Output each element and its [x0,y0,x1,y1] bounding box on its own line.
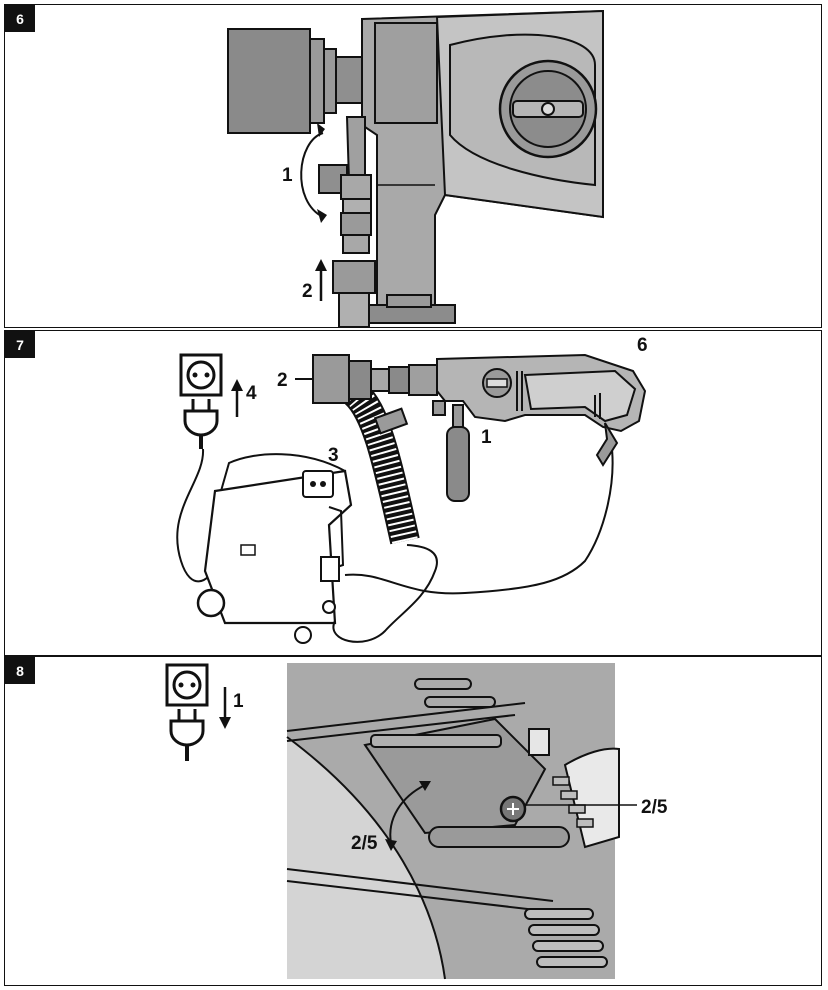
housing-closeup [286,663,620,980]
callout-1: 1 [282,165,293,186]
gear-housing [374,22,438,124]
plug-icon [169,709,205,761]
suction-hose [344,381,420,545]
vacuum-cleaner [196,453,353,644]
callout-6: 6 [637,335,648,356]
figure-number-badge: 6 [5,5,35,32]
callout-1: 1 [233,691,244,712]
side-handle [446,404,470,502]
socket-icon [179,353,223,397]
dust-adapter [345,116,366,182]
callout-screw: 2/5 [641,797,668,818]
figure-6-panel: 6 1 [4,4,822,328]
callout-1: 1 [481,427,492,448]
bit-collar [309,38,325,124]
callout-4: 4 [246,383,257,404]
hose [338,292,370,327]
figure-number-badge: 7 [5,331,35,358]
core-bit [312,354,350,404]
callout-3: 3 [328,445,339,466]
rotate-arrow-icon [300,132,324,218]
drill-cord [344,440,614,595]
figure-7-panel: 7 4 [4,330,822,656]
socket-icon [165,663,209,707]
figure-8-panel: 8 1 [4,656,822,986]
core-bit [227,28,311,134]
figure-7-illustration: 4 3 2 [176,335,648,644]
callout-cover: 2/5 [351,833,378,854]
chuck-shank [335,56,365,104]
hose-connector [332,260,376,294]
bit-collar-inner [323,48,337,114]
figure-6-illustration: 1 2 [227,9,604,327]
rotate-arrow-icon [389,784,426,844]
callout-2: 2 [302,281,313,302]
figure-number-badge: 8 [5,657,35,684]
callout-2: 2 [277,370,288,391]
plug-icon [183,399,219,449]
figure-8-illustration: 1 [165,663,668,980]
diamond-drill [432,353,647,467]
